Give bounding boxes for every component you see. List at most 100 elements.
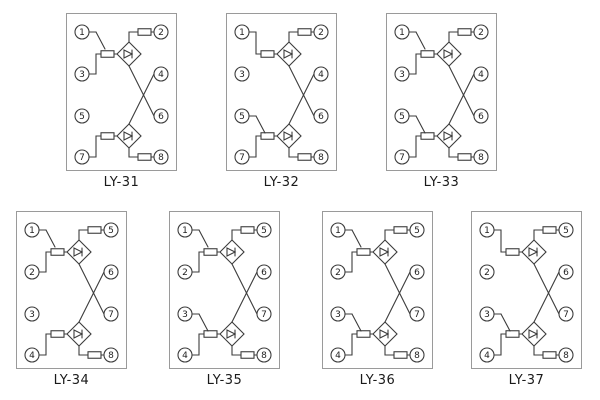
diode-icon — [283, 49, 294, 59]
terminal-number: 4 — [484, 351, 490, 361]
diode-icon — [226, 329, 237, 339]
terminal-L2: 5 — [394, 108, 410, 124]
wire — [344, 251, 358, 273]
panel-label: LY-32 — [263, 175, 300, 190]
terminal-L1: 2 — [177, 264, 193, 280]
terminal-number: 1 — [399, 28, 405, 38]
resistor — [137, 28, 152, 36]
rectifier-bridge — [219, 239, 245, 265]
terminal-L3: 4 — [24, 347, 40, 363]
terminal-R2: 6 — [313, 108, 329, 124]
terminal-L1: 2 — [330, 264, 346, 280]
wire — [384, 345, 395, 356]
rectifier-bridge — [436, 123, 462, 149]
terminal-number: 2 — [335, 268, 341, 278]
contact-switch — [351, 229, 362, 248]
terminal-number: 3 — [484, 310, 490, 320]
terminal-number: 2 — [318, 28, 324, 38]
rectifier-bridge — [521, 239, 547, 265]
terminal-L1: 2 — [24, 264, 40, 280]
terminal-R1: 6 — [558, 264, 574, 280]
terminal-number: 3 — [182, 310, 188, 320]
wire — [408, 53, 422, 75]
rectifier-bridge — [219, 321, 245, 347]
wire — [448, 147, 459, 158]
terminal-number: 2 — [182, 268, 188, 278]
resistor — [203, 248, 218, 256]
terminal-R1: 6 — [409, 264, 425, 280]
wire — [191, 251, 205, 273]
panel-label: LY-35 — [206, 373, 243, 388]
diode-icon — [443, 131, 454, 141]
terminal-R3: 8 — [313, 149, 329, 165]
terminal-number: 8 — [261, 351, 267, 361]
terminal-number: 7 — [239, 153, 245, 163]
resistor — [203, 330, 218, 338]
resistor — [356, 248, 371, 256]
terminal-number: 8 — [158, 153, 164, 163]
terminal-number: 4 — [478, 70, 484, 80]
terminal-number: 7 — [79, 153, 85, 163]
terminal-L3: 4 — [330, 347, 346, 363]
terminal-number: 1 — [484, 226, 490, 236]
wire — [231, 263, 258, 315]
terminal-number: 6 — [261, 268, 267, 278]
terminal-R2: 7 — [103, 306, 119, 322]
terminal-number: 5 — [261, 226, 267, 236]
wire — [128, 31, 139, 43]
contact-switch — [95, 31, 106, 50]
panel-border — [169, 211, 280, 369]
panel-label: LY-34 — [53, 373, 90, 388]
terminal-number: 1 — [182, 226, 188, 236]
resistor — [297, 28, 312, 36]
terminal-R3: 8 — [409, 347, 425, 363]
diode-icon — [226, 247, 237, 257]
terminal-L0: 1 — [24, 222, 40, 238]
terminal-L0: 1 — [394, 24, 410, 40]
terminal-number: 5 — [239, 112, 245, 122]
terminal-number: 7 — [399, 153, 405, 163]
terminal-number: 8 — [478, 153, 484, 163]
wire — [231, 271, 258, 323]
terminal-number: 5 — [414, 226, 420, 236]
wire — [88, 53, 102, 75]
terminal-R0: 5 — [409, 222, 425, 238]
terminal-L2: 3 — [24, 306, 40, 322]
resistor — [50, 248, 65, 256]
diode-icon — [528, 247, 539, 257]
contact-switch — [415, 31, 426, 50]
rectifier-bridge — [116, 123, 142, 149]
wire — [533, 263, 560, 315]
resistor — [356, 330, 371, 338]
rectifier-bridge — [372, 239, 398, 265]
terminal-number: 1 — [239, 28, 245, 38]
wire — [128, 65, 155, 117]
terminal-R0: 5 — [558, 222, 574, 238]
wire — [231, 229, 242, 241]
wire — [384, 271, 411, 323]
wire — [408, 135, 422, 158]
wire — [288, 65, 315, 117]
wire — [533, 345, 544, 356]
diode-icon — [123, 131, 134, 141]
diode-icon — [379, 329, 390, 339]
wire — [448, 31, 459, 43]
terminal-R1: 4 — [313, 66, 329, 82]
terminal-number: 1 — [79, 28, 85, 38]
diode-icon — [528, 329, 539, 339]
resistor — [260, 50, 275, 58]
wire — [128, 73, 155, 125]
terminal-L1: 3 — [394, 66, 410, 82]
terminal-number: 4 — [335, 351, 341, 361]
terminal-number: 6 — [318, 112, 324, 122]
terminal-R1: 4 — [473, 66, 489, 82]
wire — [78, 345, 89, 356]
panel-label: LY-33 — [423, 175, 460, 190]
wire — [384, 229, 395, 241]
